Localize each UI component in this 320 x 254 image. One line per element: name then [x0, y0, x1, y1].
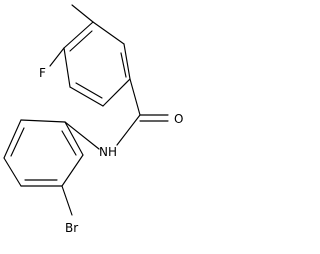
ring-b-bond	[3, 157, 22, 187]
ring-a-inner-double-bond	[120, 52, 127, 78]
fluorine-bond	[49, 47, 65, 67]
ring-a-bond	[69, 86, 104, 107]
chemical-structure-diagram: F O NH Br	[3, 4, 183, 235]
carbonyl-bond	[129, 78, 141, 116]
ring-b-bond	[61, 154, 84, 187]
ring-a-bond	[102, 78, 131, 107]
fluorine-label: F	[39, 66, 46, 80]
ring-b-bond	[3, 119, 22, 159]
ring-a-inner-double-bond	[75, 82, 103, 99]
ring-a-inner-double-bond	[69, 30, 93, 52]
ring-a-bond	[92, 21, 125, 45]
ring-a-bond	[63, 47, 71, 88]
ring-b-inner-double-bond	[61, 130, 77, 156]
aryl-n-bond	[64, 121, 100, 150]
ring-a-bond	[63, 21, 94, 49]
oxygen-label: O	[174, 112, 183, 126]
ring-b-inner-double-bond	[10, 127, 25, 157]
ring-b-bond	[20, 119, 66, 123]
ring-b-bond	[64, 121, 84, 156]
amide-cn-bond	[116, 114, 141, 146]
bromine-label: Br	[65, 221, 78, 235]
nitrogen-label: NH	[99, 145, 117, 159]
ring-a-bond	[123, 43, 131, 80]
bromine-bond	[61, 185, 73, 216]
methyl-bond	[71, 4, 94, 23]
